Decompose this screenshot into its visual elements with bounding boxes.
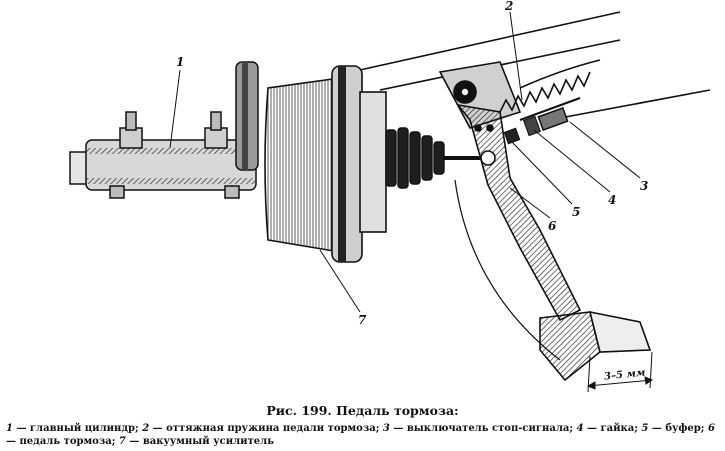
brake-pedal-diagram: 1 2 3 4 5 6 7 3–5 мм [69,0,711,393]
callout-5: 5 [572,205,580,219]
figure-legend: 1 — главный цилиндр; 2 — оттяжная пружин… [6,422,718,448]
floor-panel [359,11,711,119]
legend-num-2: 2 [142,423,150,434]
legend-text-1: — главный цилиндр; [12,423,143,434]
legend-num-6: 6 [707,423,715,434]
legend-text-7: — вакуумный усилитель [125,436,274,447]
legend-num-4: 4 [576,423,584,434]
stop-light-switch [519,97,581,131]
legend-num-5: 5 [641,423,649,434]
callout-7: 7 [358,313,367,327]
dimension-label: 3–5 мм [604,367,646,382]
callout-2: 2 [504,0,513,13]
legend-num-3: 3 [382,423,390,434]
pedal-travel-outline [454,179,561,361]
brake-pedal-lever [456,103,652,382]
legend-text-5: — буфер; [648,423,708,434]
adjusting-nut [522,115,542,137]
callout-6: 6 [548,219,557,233]
legend-text-6: — педаль тормоза; [6,436,119,447]
master-cylinder [69,61,259,199]
free-play-dimension [586,351,654,393]
legend-num-1: 1 [6,423,13,434]
legend-text-2: — оттяжная пружина педали тормоза; [149,423,383,434]
callout-1: 1 [176,55,184,69]
pedal-buffer [503,127,521,145]
vacuum-booster [264,65,387,263]
legend-text-3: — выключатель стоп-сигнала; [389,423,577,434]
legend-num-7: 7 [118,436,126,447]
callout-4: 4 [608,193,616,207]
callout-3: 3 [640,179,648,193]
leader-lines [169,11,641,313]
return-spring [499,71,591,113]
figure-caption-title: Рис. 199. Педаль тормоза: [266,403,459,418]
legend-text-4: — гайка; [583,423,642,434]
bellows-boot [385,127,445,189]
